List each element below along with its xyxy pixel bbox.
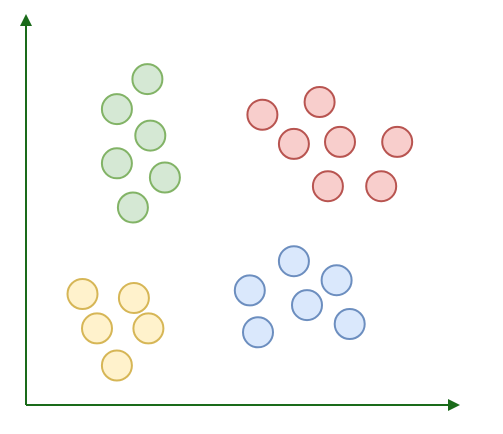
series-0 <box>100 63 181 224</box>
data-point <box>277 127 310 160</box>
data-point <box>311 170 344 203</box>
data-point <box>132 312 165 345</box>
series-2 <box>66 278 165 382</box>
x-axis-arrowhead <box>448 399 460 411</box>
series-3 <box>233 245 366 349</box>
data-point <box>324 125 356 158</box>
data-point <box>117 282 150 314</box>
data-point <box>242 316 274 349</box>
data-point <box>100 147 133 180</box>
data-point <box>81 312 113 345</box>
series-1 <box>246 86 414 203</box>
data-point <box>291 289 323 322</box>
data-point <box>233 274 266 307</box>
data-point <box>134 119 167 152</box>
data-point <box>320 264 353 297</box>
data-point <box>277 245 310 278</box>
data-point <box>131 63 164 96</box>
data-point <box>66 278 99 310</box>
data-point <box>100 349 133 382</box>
data-point <box>100 93 133 126</box>
data-point <box>148 161 181 194</box>
data-point <box>116 191 149 224</box>
y-axis-arrowhead <box>20 14 32 26</box>
data-point <box>365 170 398 203</box>
data-point <box>303 86 336 118</box>
data-point <box>381 125 414 158</box>
axes <box>20 14 460 411</box>
data-points <box>66 63 414 382</box>
data-point <box>333 308 366 340</box>
data-point <box>246 98 279 131</box>
